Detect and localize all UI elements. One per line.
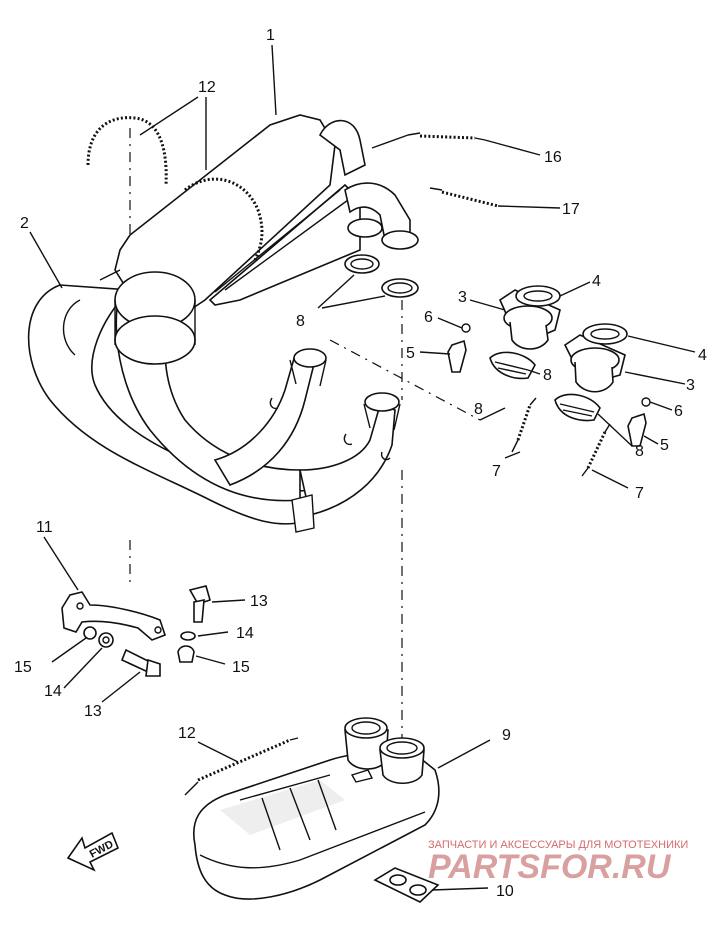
- callout-3-b: 3: [686, 377, 695, 394]
- callout-12-b: 12: [178, 725, 196, 742]
- callout-11: 11: [36, 519, 53, 536]
- flange-group-right-upper: [447, 285, 561, 380]
- callout-17: 17: [562, 201, 580, 218]
- spring-part-12-upper: [86, 96, 207, 186]
- callout-1: 1: [266, 27, 275, 44]
- callout-5-a: 5: [406, 345, 415, 362]
- center-lines: [129, 128, 481, 740]
- callout-8-d: 8: [474, 401, 483, 418]
- callout-16: 16: [544, 149, 562, 166]
- fwd-arrow: FWD: [66, 831, 120, 872]
- callout-10: 10: [496, 883, 514, 900]
- callout-14-b: 14: [44, 683, 62, 700]
- callout-3-a: 3: [458, 289, 467, 306]
- callout-12-a: 12: [198, 79, 216, 96]
- upper-muffler-part-1: [62, 114, 419, 365]
- fwd-label: FWD: [88, 838, 116, 860]
- springs-part-7: [479, 397, 629, 489]
- watermark: ЗАПЧАСТИ И АКСЕССУАРЫ ДЛЯ МОТОТЕХНИКИ PA…: [428, 839, 688, 886]
- callout-7-a: 7: [492, 463, 501, 480]
- plate-part-10: [373, 867, 489, 903]
- callout-4-b: 4: [698, 347, 707, 364]
- callout-9: 9: [502, 727, 511, 744]
- callout-6-b: 6: [674, 403, 683, 420]
- callout-7-b: 7: [635, 485, 644, 502]
- callout-8-c: 8: [635, 443, 644, 460]
- callout-5-b: 5: [660, 437, 669, 454]
- callout-2: 2: [20, 215, 29, 232]
- callout-13-b: 13: [84, 703, 102, 720]
- callout-8-b: 8: [543, 367, 552, 384]
- watermark-tagline: ЗАПЧАСТИ И АКСЕССУАРЫ ДЛЯ МОТОТЕХНИКИ: [428, 839, 688, 851]
- flange-group-right-lower: [554, 323, 651, 447]
- callout-15-a: 15: [14, 659, 32, 676]
- springs-16-17: [371, 132, 561, 209]
- muffler-box-part-9: [193, 717, 491, 900]
- callout-6-a: 6: [424, 309, 433, 326]
- callout-13-a: 13: [250, 593, 268, 610]
- callout-4-a: 4: [592, 273, 601, 290]
- gaskets-part-8-upper: [317, 254, 419, 309]
- exhaust-pipe-part-2: [27, 284, 401, 533]
- callout-8-a: 8: [296, 313, 305, 330]
- bracket-part-11: [43, 536, 167, 641]
- callout-15-b: 15: [232, 659, 250, 676]
- callout-14-a: 14: [236, 625, 254, 642]
- spring-part-12-lower: [184, 737, 299, 796]
- callout-labels: 1 2 3 3 4 4 5 5 6 6 7 7 8 8 8 8 9 10 11 …: [14, 27, 707, 900]
- watermark-logo: PARTSFOR.RU: [428, 848, 672, 886]
- hardware-13-14-15: [51, 585, 246, 703]
